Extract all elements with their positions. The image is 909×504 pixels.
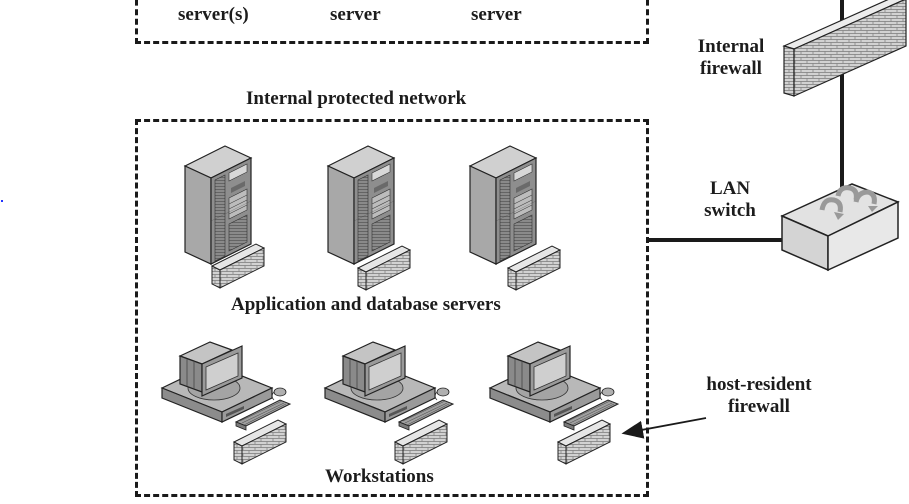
top-label-server-2: server	[330, 4, 381, 25]
lan-switch-label-line2: switch	[704, 200, 756, 221]
top-server-zone	[135, 0, 649, 44]
stray-dot	[1, 200, 3, 202]
internal-firewall-label: Internal firewall	[686, 36, 776, 80]
internal-firewall-label-line2: firewall	[700, 58, 762, 79]
lan-switch-label: LAN switch	[690, 178, 770, 222]
switch-arrow-icon	[819, 197, 843, 213]
switch-arrow-icon	[853, 189, 877, 205]
workstations-label: Workstations	[325, 466, 434, 487]
top-label-servers: server(s)	[178, 4, 249, 25]
internal-network-title: Internal protected network	[246, 88, 467, 109]
internal-firewall-icon	[782, 0, 907, 97]
workstation-2	[324, 341, 454, 465]
servers-label: Application and database servers	[231, 294, 501, 315]
app-db-server-2	[327, 145, 411, 291]
app-db-server-3	[469, 145, 561, 291]
internal-firewall-label-line1: Internal	[697, 36, 765, 57]
host-firewall-label-line1: host-resident	[706, 374, 812, 395]
workstation-1	[161, 341, 291, 465]
app-db-server-1	[184, 145, 265, 289]
host-firewall-arrow	[621, 417, 707, 439]
lan-switch-icon	[780, 183, 900, 272]
internal-protected-network-zone	[135, 119, 649, 497]
lan-switch-label-line1: LAN	[709, 178, 751, 199]
top-label-server-3: server	[471, 4, 522, 25]
host-firewall-label-line2: firewall	[728, 396, 790, 417]
workstation-3	[489, 341, 619, 465]
host-firewall-label: host-resident firewall	[684, 374, 834, 418]
